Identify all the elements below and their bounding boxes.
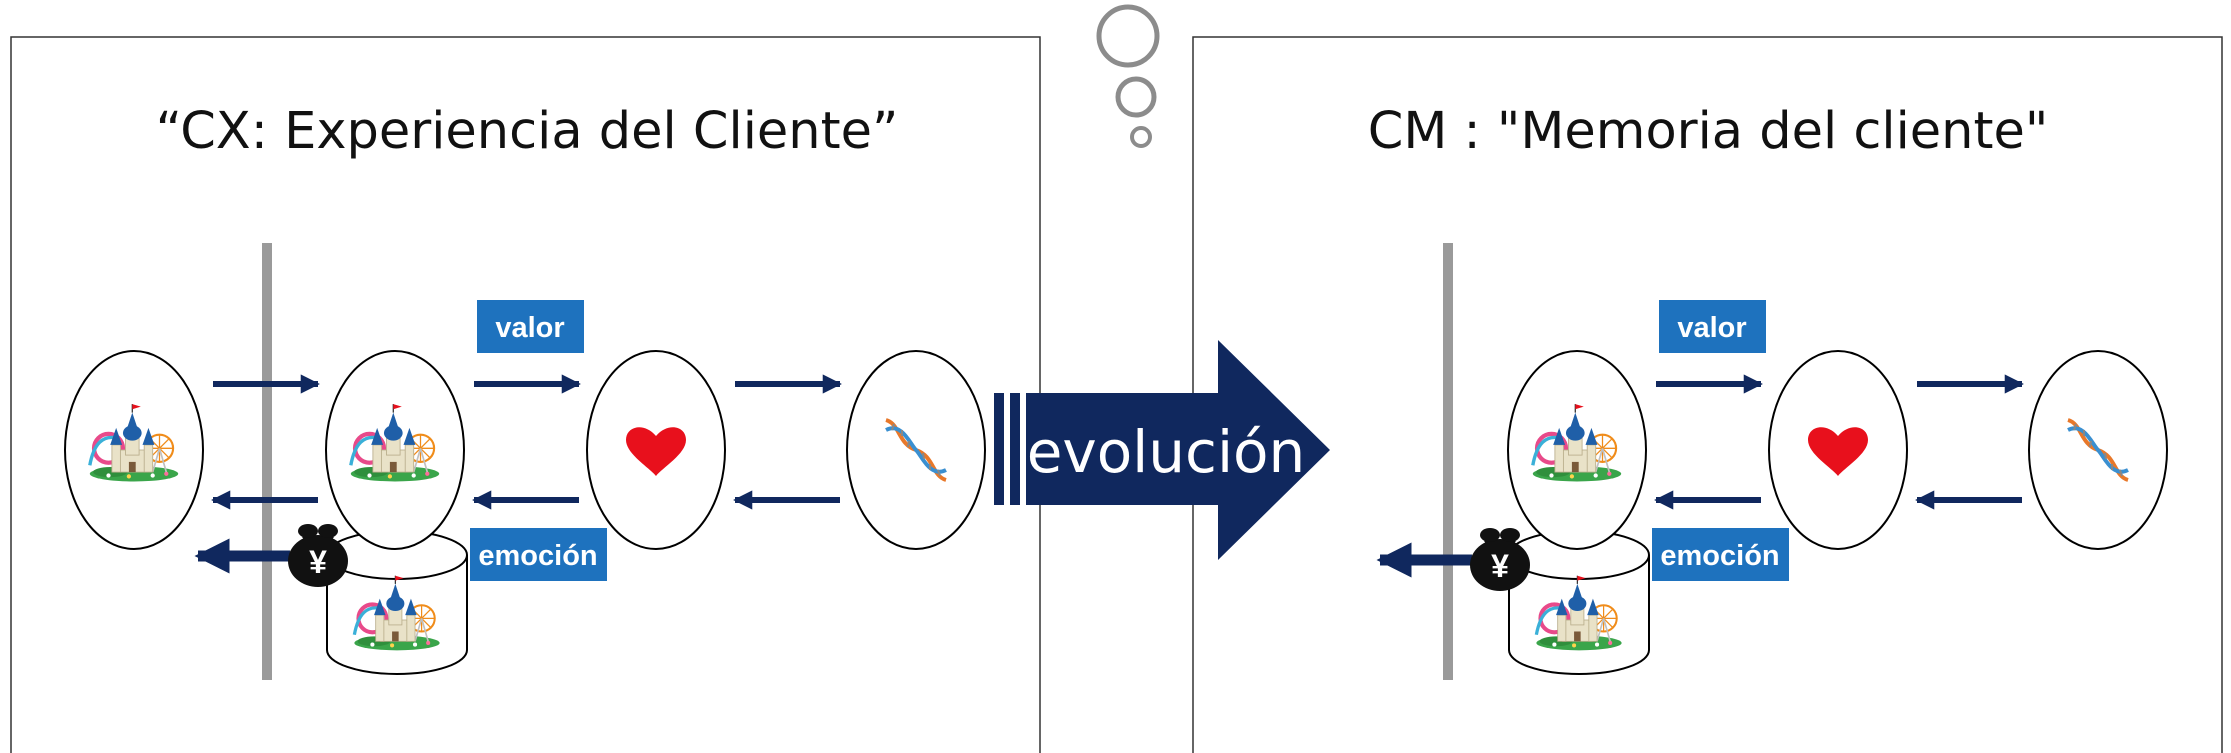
thought-bubble-icon xyxy=(1096,4,1160,148)
left-panel-title: “CX: Experiencia del Cliente” xyxy=(156,102,899,161)
right-panel-title: CM : "Memoria del cliente" xyxy=(1368,102,2049,161)
right-node-dna xyxy=(2028,350,2168,550)
left-node-park-outside xyxy=(64,350,204,550)
value-label: valor xyxy=(495,312,564,344)
left-emotion-tag: emoción xyxy=(470,528,607,581)
right-memory-cylinder xyxy=(1508,530,1650,675)
value-label: valor xyxy=(1677,312,1746,344)
left-value-tag: valor xyxy=(477,300,584,353)
left-barrier-line xyxy=(262,243,272,680)
emotion-label: emoción xyxy=(1660,540,1779,572)
right-node-heart xyxy=(1768,350,1908,550)
left-node-heart xyxy=(586,350,726,550)
evolution-label: evolución xyxy=(1027,418,1306,486)
left-panel: “CX: Experiencia del Cliente” xyxy=(10,36,1041,753)
right-value-tag: valor xyxy=(1659,300,1766,353)
left-node-dna xyxy=(846,350,986,550)
right-node-park-inside xyxy=(1507,350,1647,550)
right-emotion-tag: emoción xyxy=(1652,528,1789,581)
left-memory-cylinder xyxy=(326,530,468,675)
emotion-label: emoción xyxy=(478,540,597,572)
right-barrier-line xyxy=(1443,243,1453,680)
left-node-park-inside xyxy=(325,350,465,550)
right-panel: CM : "Memoria del cliente" valor xyxy=(1192,36,2223,753)
evolution-arrow: evolución xyxy=(994,340,1330,560)
